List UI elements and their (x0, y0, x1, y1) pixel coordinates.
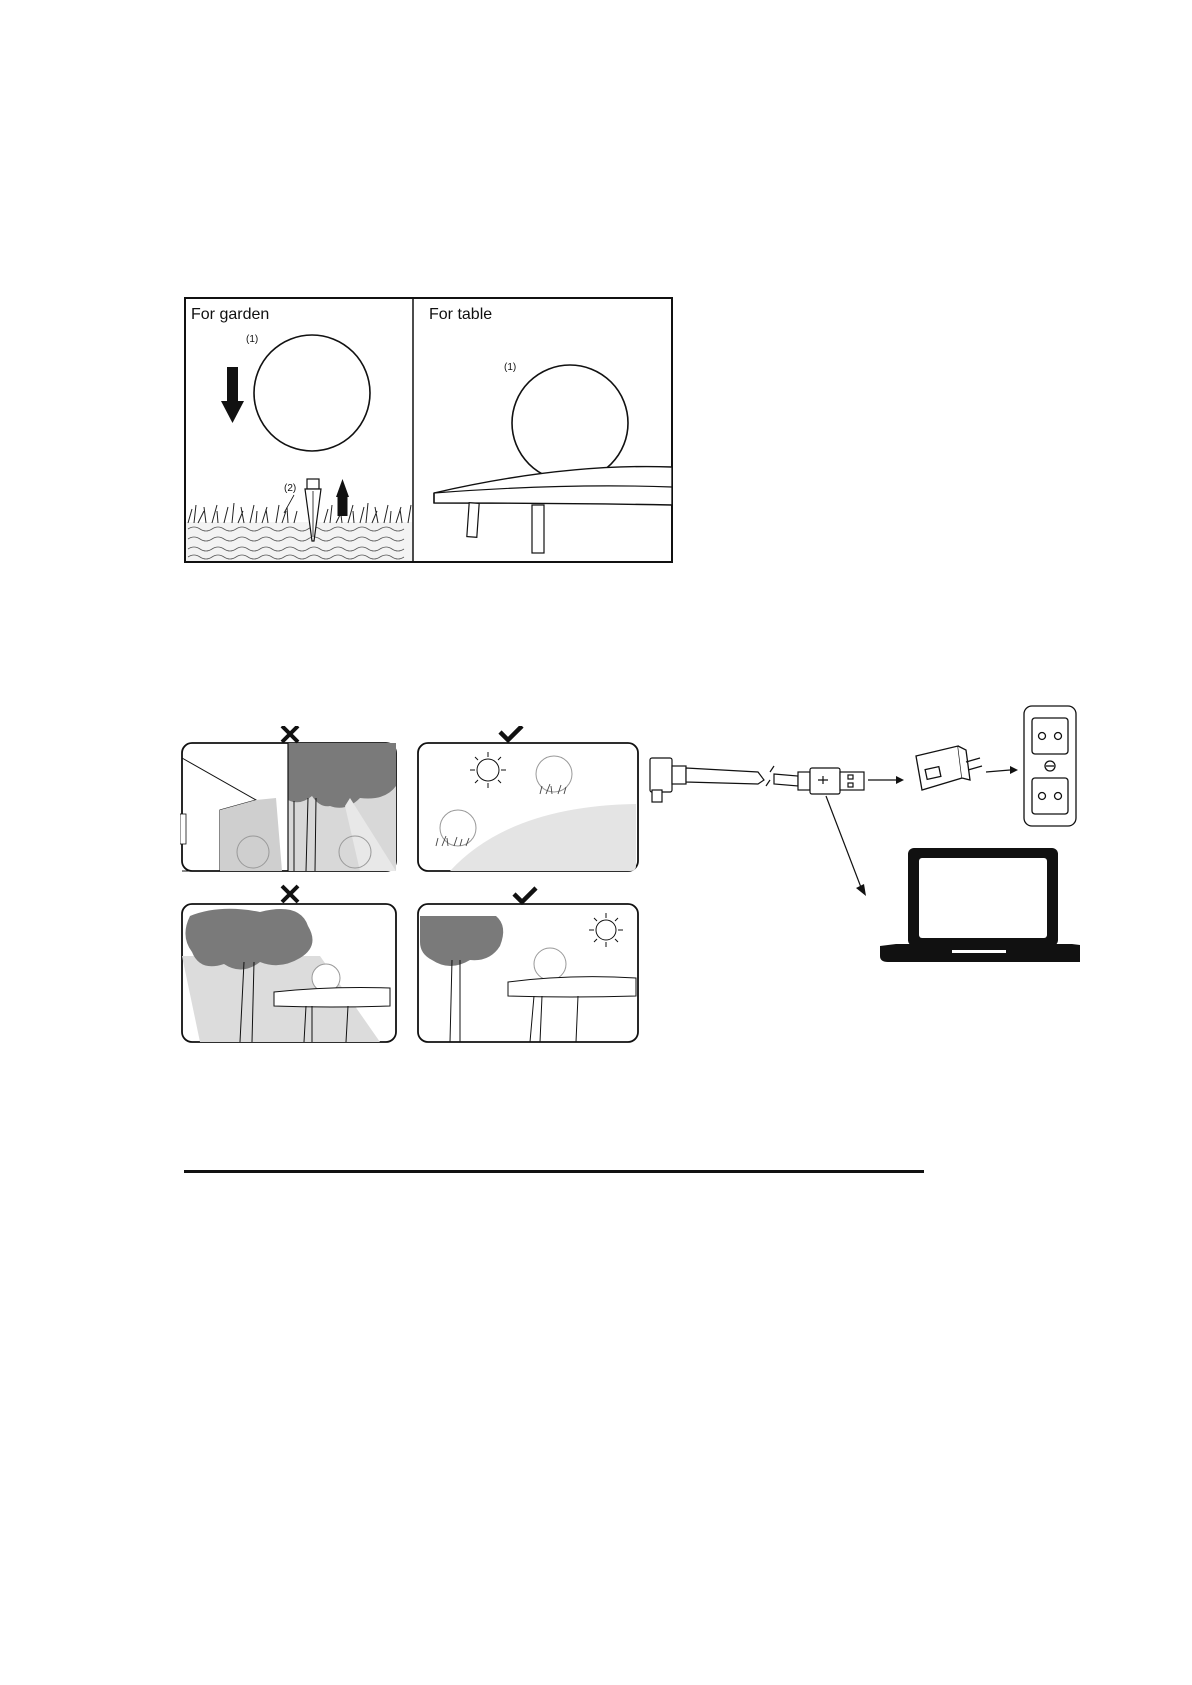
garden-title: For garden (191, 306, 269, 324)
placement-panel-1 (180, 726, 396, 871)
checkmark-icon (514, 888, 536, 902)
usb-power-adapter (916, 746, 982, 790)
dc-plug-cable (650, 758, 798, 802)
placement-panel-4 (418, 888, 638, 1042)
cross-icon (282, 886, 298, 902)
installation-figure: For garden (1) (2) For table (1) (184, 297, 673, 563)
placement-panel-2 (418, 726, 638, 871)
table-lamp-sphere (512, 365, 628, 481)
placement-panel-3 (182, 886, 396, 1042)
arrow-to-socket-icon (986, 766, 1018, 774)
placement-figure (180, 726, 640, 1046)
laptop (880, 848, 1080, 962)
usb-plug (798, 768, 864, 794)
garden-part-spike-label: (2) (284, 483, 296, 494)
table-title: For table (429, 306, 492, 324)
charging-figure (640, 700, 1080, 980)
table-part-lamp-label: (1) (504, 362, 516, 373)
arrow-to-laptop-icon (826, 796, 866, 896)
garden-lamp-sphere (254, 335, 370, 451)
checkmark-icon (500, 726, 522, 740)
garden-part-lamp-label: (1) (246, 334, 258, 345)
cross-icon (282, 726, 298, 742)
arrow-to-adapter-icon (868, 776, 904, 784)
wall-socket (1024, 706, 1076, 826)
section-divider (184, 1170, 924, 1173)
